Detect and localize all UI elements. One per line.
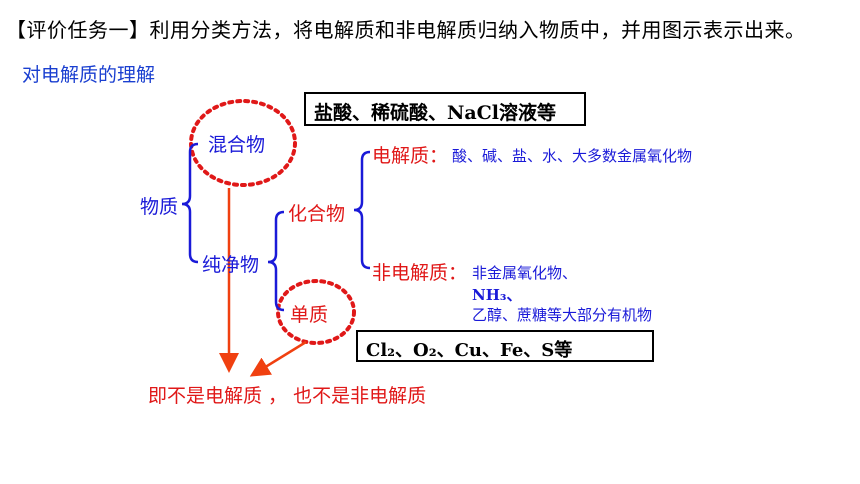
brace-compound — [353, 150, 371, 270]
mixture-examples-box: 盐酸、稀硫酸、NaCl溶液等 — [304, 92, 586, 126]
mixture-circle — [189, 99, 297, 187]
task-instruction: 【评价任务一】利用分类方法，将电解质和非电解质归纳入物质中，并用图示表示出来。 — [6, 18, 806, 42]
conclusion-text: 即不是电解质 ， 也不是非电解质 — [148, 385, 427, 407]
element-examples-box: Cl₂、O₂、Cu、Fe、S等 — [356, 330, 654, 362]
brace-substance — [181, 142, 199, 264]
element-circle — [276, 279, 356, 345]
nonelectrolyte-line1: 非金属氧化物、 — [472, 264, 578, 282]
node-element: 单质 — [290, 304, 329, 326]
node-pure: 纯净物 — [202, 254, 260, 276]
nonelectrolyte-line3: 乙醇、蔗糖等大部分有机物 — [472, 306, 653, 324]
electrolyte-examples: 酸、碱、盐、水、大多数金属氧化物 — [452, 147, 693, 165]
node-mixture: 混合物 — [208, 134, 266, 156]
node-nonelectrolyte: 非电解质： — [372, 262, 468, 284]
brace-pure — [267, 210, 285, 312]
node-substance: 物质 — [140, 196, 179, 218]
subtitle: 对电解质的理解 — [22, 64, 156, 86]
nonelectrolyte-line2: NH₃、 — [472, 286, 522, 304]
node-compound: 化合物 — [288, 203, 346, 225]
arrow-element — [249, 340, 307, 377]
node-electrolyte: 电解质： — [372, 145, 449, 167]
